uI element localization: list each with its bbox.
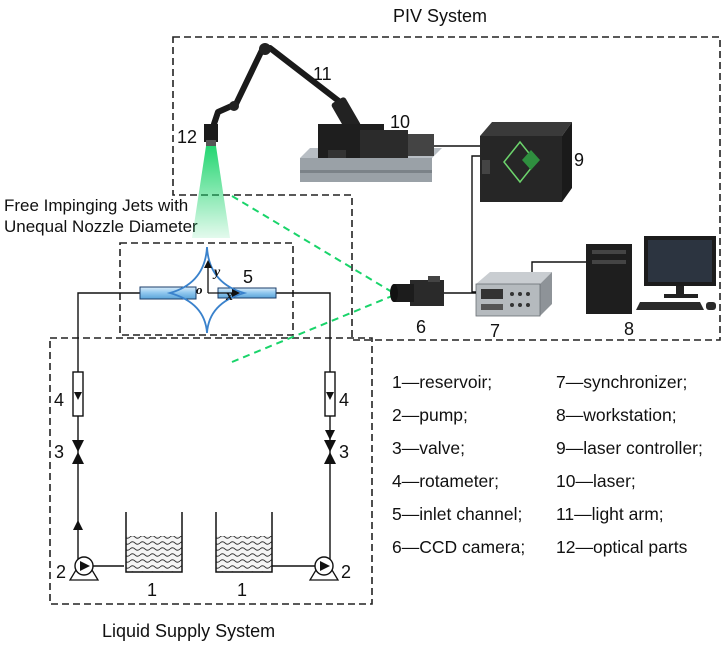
liquid-supply-boundary bbox=[49, 337, 373, 605]
jets-caption-line1: Free Impinging Jets with bbox=[4, 196, 188, 215]
reservoir-left bbox=[125, 512, 183, 573]
left-pipe bbox=[77, 292, 140, 566]
synchronizer bbox=[475, 272, 552, 317]
laser-controller bbox=[480, 122, 572, 202]
valve-right bbox=[324, 440, 336, 464]
label-3-left: 3 bbox=[54, 442, 64, 462]
laser-light-sheet bbox=[192, 146, 230, 238]
ccd-camera bbox=[390, 276, 444, 306]
legend-item: 9—laser controller; bbox=[556, 438, 703, 458]
synchronizer-to-workstation-line bbox=[531, 261, 586, 272]
label-3-right: 3 bbox=[339, 442, 349, 462]
label-4-left: 4 bbox=[54, 390, 64, 410]
rotameter-right bbox=[324, 371, 336, 417]
inlet-channel-boundary bbox=[119, 242, 294, 336]
optical-parts bbox=[204, 124, 218, 146]
legend-right-column: 7—synchronizer; 8—workstation; 9—laser c… bbox=[556, 372, 703, 557]
reservoir-right bbox=[215, 512, 273, 573]
legend-item: 1—reservoir; bbox=[392, 372, 492, 392]
label-2-right: 2 bbox=[341, 562, 351, 582]
axis-y-label: y bbox=[212, 265, 221, 280]
laser bbox=[300, 124, 442, 182]
legend-item: 6—CCD camera; bbox=[392, 537, 525, 557]
inlet-channel bbox=[139, 246, 277, 334]
legend-item: 12—optical parts bbox=[556, 537, 688, 557]
flow-arrow-left bbox=[73, 520, 83, 530]
axis-x-label: x bbox=[225, 289, 233, 304]
label-2-left: 2 bbox=[56, 562, 66, 582]
coordinate-axes bbox=[204, 260, 240, 297]
camera-view-line-upper bbox=[231, 195, 393, 293]
label-9: 9 bbox=[574, 150, 584, 170]
label-8: 8 bbox=[624, 319, 634, 339]
label-1-right: 1 bbox=[237, 580, 247, 600]
flow-arrow-right bbox=[325, 430, 335, 440]
legend-item: 3—valve; bbox=[392, 438, 465, 458]
legend-item: 8—workstation; bbox=[556, 405, 677, 425]
legend-item: 10—laser; bbox=[556, 471, 636, 491]
label-7: 7 bbox=[490, 321, 500, 341]
pump-right bbox=[308, 556, 340, 581]
legend-item: 11—light arm; bbox=[556, 504, 664, 524]
camera-view-line-lower bbox=[231, 295, 393, 363]
label-12: 12 bbox=[177, 127, 197, 147]
legend-item: 5—inlet channel; bbox=[392, 504, 522, 524]
light-arm bbox=[211, 43, 361, 133]
label-1-left: 1 bbox=[147, 580, 157, 600]
legend-left-column: 1—reservoir; 2—pump; 3—valve; 4—rotamete… bbox=[392, 372, 525, 557]
legend-item: 7—synchronizer; bbox=[556, 372, 687, 392]
valve-left bbox=[72, 440, 84, 464]
controller-to-synchronizer-line bbox=[471, 155, 480, 293]
pump-left bbox=[68, 556, 100, 581]
jets-caption-line2: Unequal Nozzle Diameter bbox=[4, 217, 198, 236]
piv-system-title: PIV System bbox=[393, 6, 487, 26]
legend-item: 2—pump; bbox=[392, 405, 468, 425]
right-pipe bbox=[276, 292, 331, 566]
legend-item: 4—rotameter; bbox=[392, 471, 499, 491]
label-10: 10 bbox=[390, 112, 410, 132]
origin-label: o bbox=[196, 282, 203, 297]
label-11: 11 bbox=[313, 64, 332, 84]
label-5: 5 bbox=[243, 267, 253, 287]
label-4-right: 4 bbox=[339, 390, 349, 410]
label-6: 6 bbox=[416, 317, 426, 337]
liquid-supply-title: Liquid Supply System bbox=[102, 621, 275, 641]
workstation bbox=[586, 236, 716, 314]
piv-system-boundary bbox=[172, 36, 721, 341]
rotameter-left bbox=[72, 371, 84, 417]
